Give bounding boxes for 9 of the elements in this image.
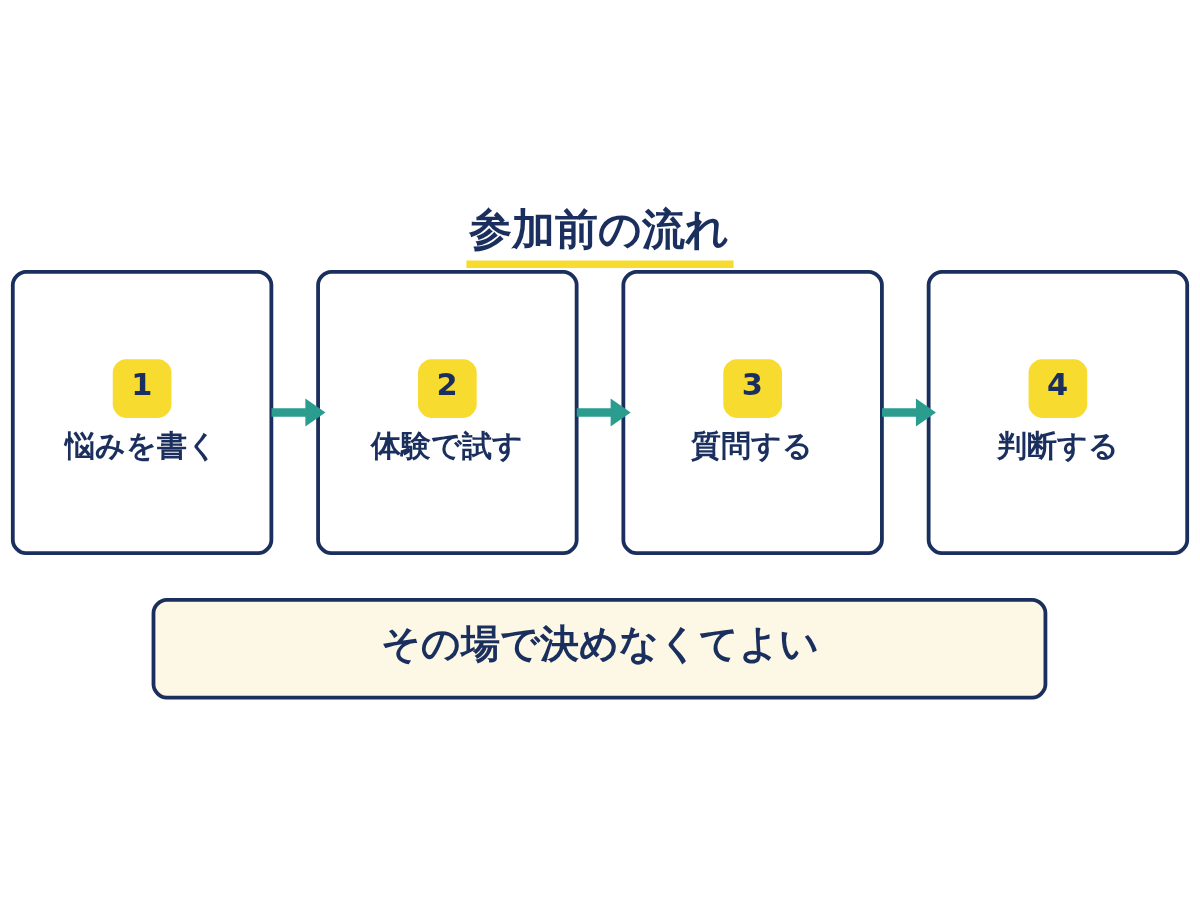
node-box: 4 判断する (926, 269, 1190, 555)
arrow (576, 397, 631, 427)
node-box: 3 質問する (621, 269, 884, 555)
node-box: 1 悩みを書く (10, 269, 274, 555)
node-box: その場で決めなくてよい (151, 597, 1048, 700)
diagram-title: 参加前の流れ (468, 203, 729, 254)
arrow (271, 397, 326, 427)
node-box: 2 体験で試す (316, 269, 579, 555)
arrow (882, 397, 936, 427)
